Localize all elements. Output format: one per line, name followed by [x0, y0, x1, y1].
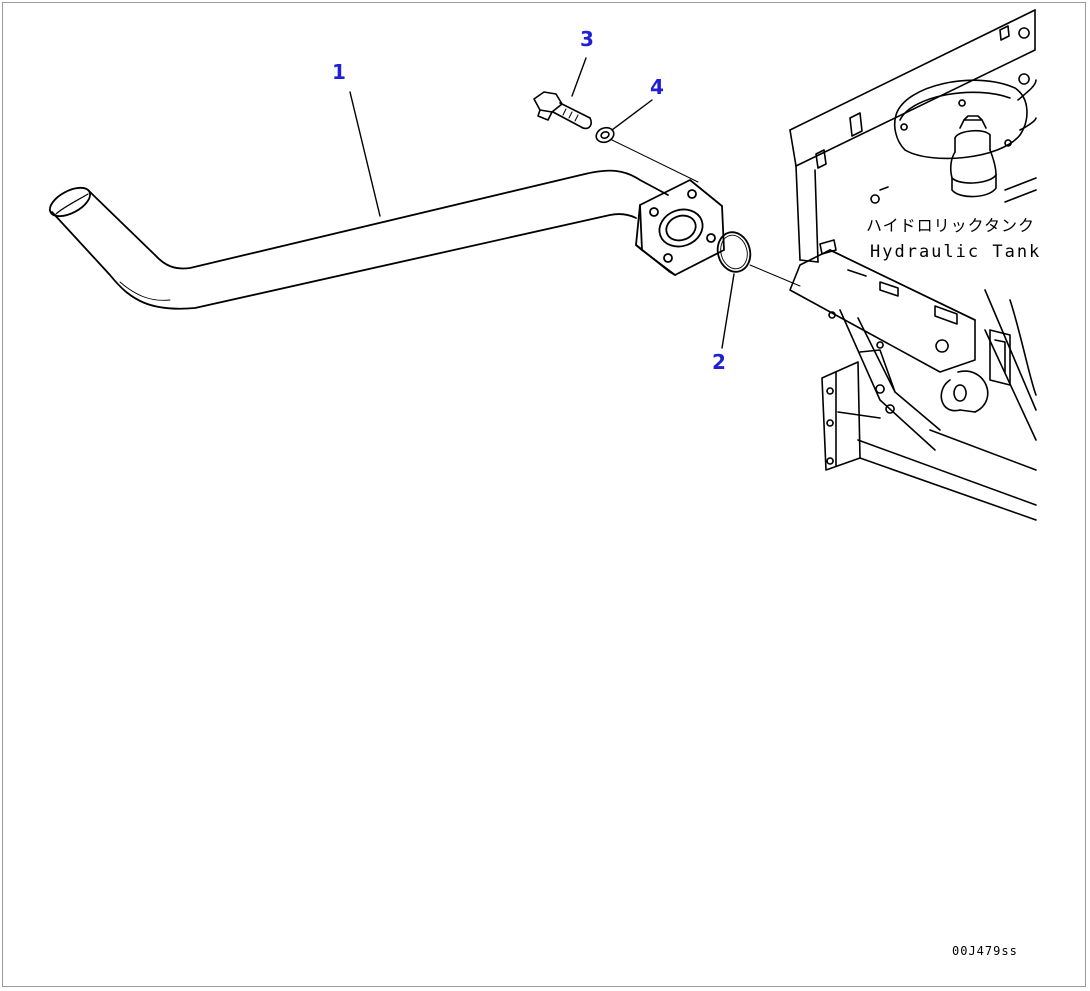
callout-4-label: 4 [650, 75, 664, 99]
assembly-lines [611, 139, 801, 287]
o-ring [716, 231, 752, 273]
tank-label-japanese: ハイドロリックタンク [866, 216, 1036, 236]
bolt [533, 91, 592, 130]
hydraulic-tank [789, 9, 1037, 521]
callout-1-label: 1 [332, 60, 346, 84]
suction-tube [49, 169, 669, 310]
washer [595, 126, 615, 144]
drawing-code: 00J479ss [952, 944, 1018, 958]
callout-3-label: 3 [580, 27, 594, 51]
leader-lines [349, 57, 735, 349]
tube-flange [635, 179, 725, 276]
tank-label-english: Hydraulic Tank [870, 242, 1042, 262]
callout-2-label: 2 [712, 350, 726, 374]
